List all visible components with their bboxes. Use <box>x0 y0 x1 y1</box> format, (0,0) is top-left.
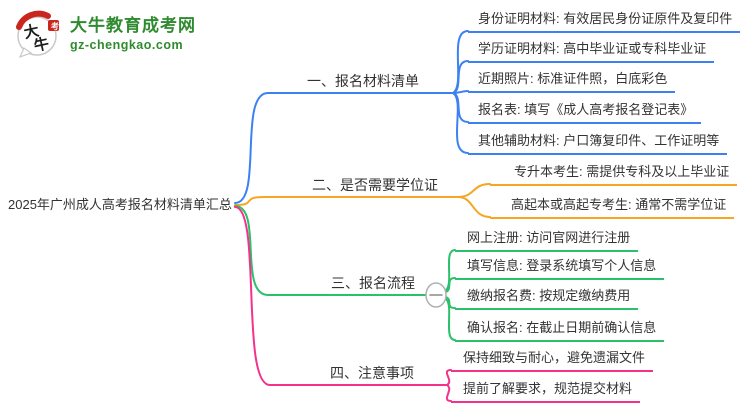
branch-label-materials-list: 一、报名材料清单 <box>307 73 419 89</box>
leaf-upgrade-candidates: 专升本考生: 需提供专科及以上毕业证 <box>490 163 738 186</box>
svg-text:大: 大 <box>22 21 40 42</box>
leaf-registration-form: 报名表: 填写《成人高考报名登记表》 <box>468 101 702 124</box>
collapse-toggle-icon[interactable] <box>425 282 447 308</box>
leaf-id-materials: 身份证明材料: 有效居民身份证原件及复印件 <box>468 10 741 33</box>
svg-text:牛: 牛 <box>32 34 50 55</box>
branch-label-notes: 四、注意事项 <box>330 365 414 381</box>
site-domain: gz-chengkao.com <box>70 37 184 52</box>
leaf-online-register: 网上注册: 访问官网进行注册 <box>455 229 639 252</box>
leaf-fill-info: 填写信息: 登录系统填写个人信息 <box>455 257 665 280</box>
site-logo: 考 大 牛 大牛教育成考网 gz-chengkao.com <box>14 10 196 60</box>
mindmap-root-topic: 2025年广州成人高考报名材料清单汇总 <box>8 197 232 212</box>
leaf-highstart-candidates: 高起本或高起专考生: 通常不需学位证 <box>490 196 735 219</box>
leaf-edu-materials: 学历证明材料: 高中毕业证或专科毕业证 <box>468 40 715 63</box>
daniu-logo-icon: 考 大 牛 <box>16 10 59 59</box>
leaf-confirm: 确认报名: 在截止日期前确认信息 <box>455 319 665 342</box>
branch-label-degree-needed: 二、是否需要学位证 <box>312 177 438 193</box>
leaf-know-requirements: 提前了解要求，规范提交材料 <box>451 380 641 403</box>
leaf-pay-fee: 缴纳报名费: 按规定缴纳费用 <box>455 287 639 310</box>
leaf-photo: 近期照片: 标准证件照，白底彩色 <box>468 70 676 93</box>
svg-text:考: 考 <box>51 21 59 31</box>
branch-label-procedure: 三、报名流程 <box>331 275 415 291</box>
leaf-be-careful: 保持细致与耐心，避免遗漏文件 <box>451 349 654 372</box>
site-name: 大牛教育成考网 <box>70 16 196 36</box>
leaf-other-materials: 其他辅助材料: 户口簿复印件、工作证明等 <box>468 132 728 155</box>
